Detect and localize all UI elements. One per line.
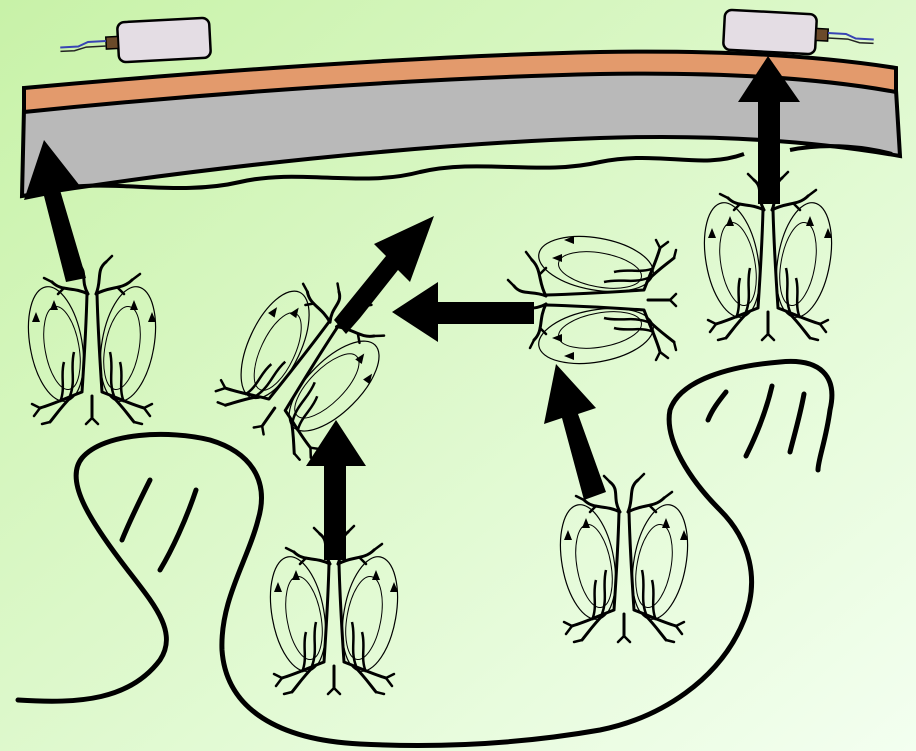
dipole-eeg-diagram xyxy=(0,0,916,751)
diagram-canvas xyxy=(0,0,916,751)
